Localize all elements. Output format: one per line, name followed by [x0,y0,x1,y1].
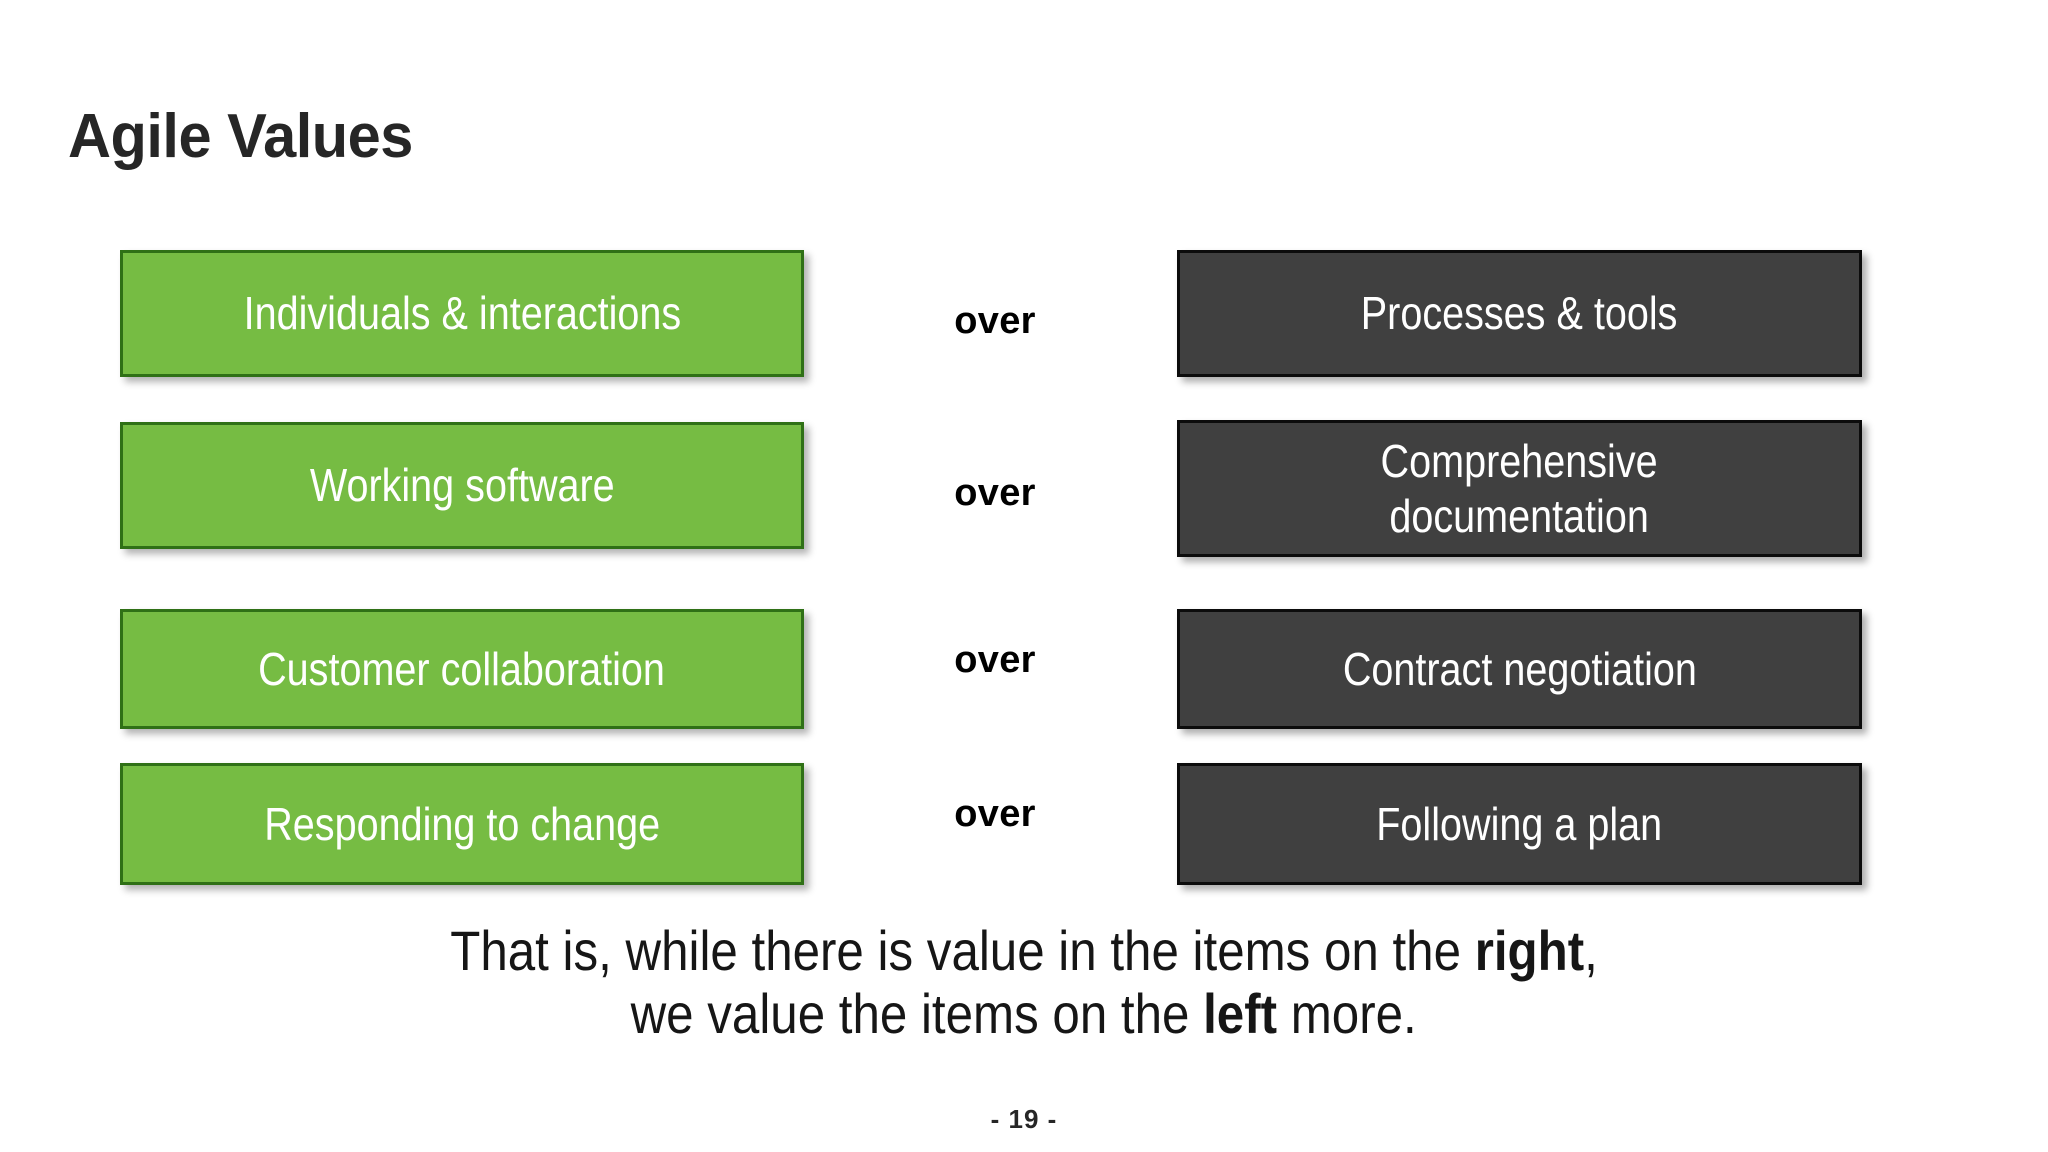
connector-over-label: over [954,639,1036,681]
page-title: Agile Values [68,102,413,171]
footer-line1-text-after: , [1584,919,1598,982]
agile-value-left-label: Responding to change [264,797,660,850]
footer-statement: That is, while there is value in the ite… [0,919,2048,1046]
agile-value-right-label: Contract negotiation [1342,642,1697,695]
connector-over-label: over [954,472,1036,514]
agile-value-left-label: Individuals & interactions [243,287,681,340]
footer-line1-emphasis-right: right [1474,919,1585,982]
agile-value-right-label: Following a plan [1376,797,1663,850]
agile-value-left-label: Working software [309,459,615,512]
connector-over-label: over [954,300,1036,342]
agile-value-right-box[interactable]: Contract negotiation [1177,609,1862,729]
agile-value-left-box[interactable]: Working software [120,422,804,549]
agile-value-left-box[interactable]: Customer collaboration [120,609,804,729]
footer-line1-text-before: That is, while there is value in the ite… [450,919,1475,982]
connector-over-label: over [954,793,1036,835]
footer-statement-line-1: That is, while there is value in the ite… [0,919,2048,983]
footer-line2-text-after: more. [1277,981,1418,1045]
agile-value-left-label: Customer collaboration [258,642,666,695]
agile-value-right-box[interactable]: Comprehensive documentation [1177,420,1862,557]
agile-value-right-label: Processes & tools [1361,287,1678,340]
footer-statement-line-2: we value the items on the left more. [0,981,2048,1046]
agile-value-right-label: Comprehensive documentation [1380,435,1659,542]
page-number: - 19 - [990,1104,1058,1134]
agile-value-right-box[interactable]: Following a plan [1177,763,1862,885]
agile-value-right-box[interactable]: Processes & tools [1177,250,1862,377]
agile-value-left-box[interactable]: Responding to change [120,763,804,885]
footer-line2-text-before: we value the items on the [630,981,1204,1045]
footer-line2-emphasis-left: left [1203,981,1278,1045]
agile-value-left-box[interactable]: Individuals & interactions [120,250,804,377]
